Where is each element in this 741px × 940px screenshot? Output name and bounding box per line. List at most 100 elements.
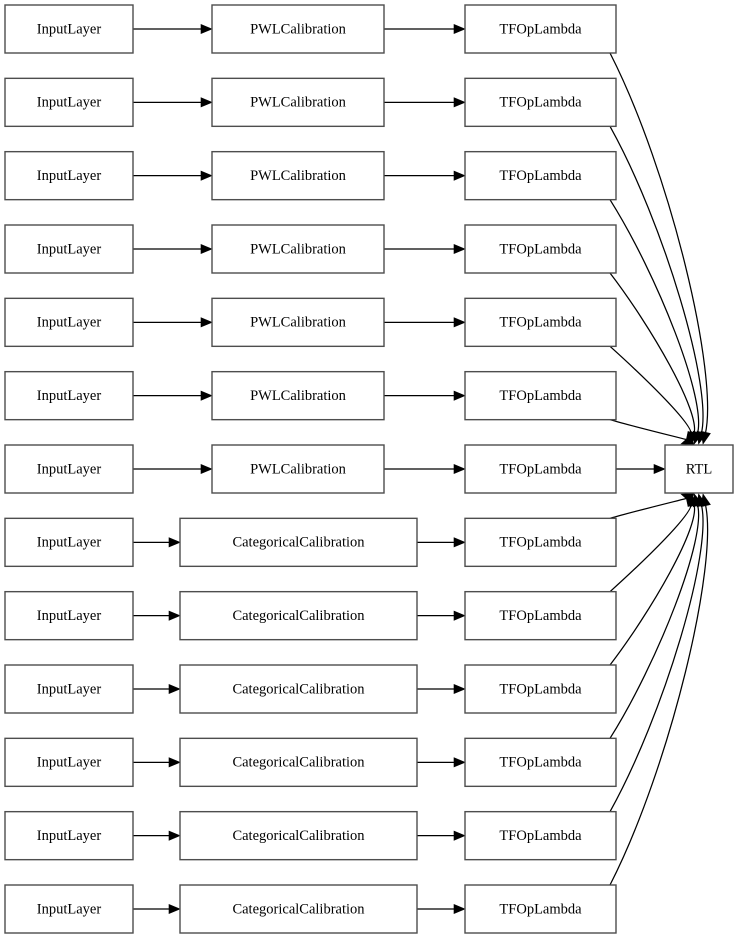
node-tf-op-lambda-3[interactable]: TFOpLambda <box>464 150 617 201</box>
node-tf-op-lambda-8[interactable]: TFOpLambda <box>464 517 617 568</box>
node-input-layer-7-rect[interactable] <box>4 444 134 494</box>
edge-lambda-to-rtl-11-line <box>609 503 700 739</box>
node-calibration-10-rect[interactable] <box>179 664 418 714</box>
node-input-layer-11-rect[interactable] <box>4 737 134 788</box>
node-calibration-2[interactable]: PWLCalibration <box>211 77 385 128</box>
node-tf-op-lambda-11-rect[interactable] <box>464 737 617 788</box>
node-calibration-13-rect[interactable] <box>179 884 418 934</box>
node-input-layer-9[interactable]: InputLayer <box>4 590 134 641</box>
node-tf-op-lambda-6-rect[interactable] <box>464 370 617 421</box>
node-input-layer-10[interactable]: InputLayer <box>4 664 134 714</box>
node-tf-op-lambda-5-rect[interactable] <box>464 297 617 348</box>
node-calibration-10[interactable]: CategoricalCalibration <box>179 664 418 714</box>
node-tf-op-lambda-7-rect[interactable] <box>464 444 617 494</box>
node-tf-op-lambda-1-rect[interactable] <box>464 4 617 54</box>
edge-input-to-calibration-12-arrowhead <box>168 830 181 841</box>
node-tf-op-lambda-4-rect[interactable] <box>464 224 617 274</box>
edge-input-to-calibration-13-arrowhead <box>168 903 181 915</box>
node-calibration-7-rect[interactable] <box>211 444 385 494</box>
node-input-layer-12[interactable]: InputLayer <box>4 810 134 861</box>
node-calibration-3[interactable]: PWLCalibration <box>211 150 385 201</box>
edge-input-to-calibration-8-arrowhead <box>168 537 181 548</box>
node-rtl-output[interactable]: RTL <box>664 444 734 494</box>
node-input-layer-12-rect[interactable] <box>4 810 134 861</box>
node-input-layer-2[interactable]: InputLayer <box>4 77 134 128</box>
node-calibration-1-rect[interactable] <box>211 4 385 54</box>
node-input-layer-3[interactable]: InputLayer <box>4 150 134 201</box>
node-calibration-12[interactable]: CategoricalCalibration <box>179 810 418 861</box>
node-input-layer-11[interactable]: InputLayer <box>4 737 134 788</box>
node-tf-op-lambda-1[interactable]: TFOpLambda <box>464 4 617 54</box>
node-calibration-9[interactable]: CategoricalCalibration <box>179 590 418 641</box>
node-input-layer-6[interactable]: InputLayer <box>4 370 134 421</box>
edge-calibration-to-lambda-2 <box>384 97 466 108</box>
node-calibration-8-rect[interactable] <box>179 517 418 568</box>
node-calibration-8[interactable]: CategoricalCalibration <box>179 517 418 568</box>
node-calibration-5[interactable]: PWLCalibration <box>211 297 385 348</box>
node-calibration-7[interactable]: PWLCalibration <box>211 444 385 494</box>
node-input-layer-3-rect[interactable] <box>4 150 134 201</box>
node-calibration-4-rect[interactable] <box>211 224 385 274</box>
node-input-layer-9-rect[interactable] <box>4 590 134 641</box>
node-tf-op-lambda-6[interactable]: TFOpLambda <box>464 370 617 421</box>
edge-input-to-calibration-7-arrowhead <box>200 463 213 475</box>
node-calibration-4[interactable]: PWLCalibration <box>211 224 385 274</box>
node-input-layer-1[interactable]: InputLayer <box>4 4 134 54</box>
node-tf-op-lambda-2[interactable]: TFOpLambda <box>464 77 617 128</box>
edge-calibration-to-lambda-10 <box>417 683 466 695</box>
node-calibration-2-rect[interactable] <box>211 77 385 128</box>
node-calibration-12-rect[interactable] <box>179 810 418 861</box>
node-input-layer-2-rect[interactable] <box>4 77 134 128</box>
node-input-layer-13[interactable]: InputLayer <box>4 884 134 934</box>
node-calibration-6-rect[interactable] <box>211 370 385 421</box>
node-tf-op-lambda-11[interactable]: TFOpLambda <box>464 737 617 788</box>
node-input-layer-7[interactable]: InputLayer <box>4 444 134 494</box>
node-input-layer-4-rect[interactable] <box>4 224 134 274</box>
node-rtl-output-rect[interactable] <box>664 444 734 494</box>
node-input-layer-5[interactable]: InputLayer <box>4 297 134 348</box>
node-tf-op-lambda-12[interactable]: TFOpLambda <box>464 810 617 861</box>
edge-input-to-calibration-4-arrowhead <box>200 243 213 255</box>
node-tf-op-lambda-10-rect[interactable] <box>464 664 617 714</box>
node-calibration-3-rect[interactable] <box>211 150 385 201</box>
node-tf-op-lambda-5[interactable]: TFOpLambda <box>464 297 617 348</box>
node-tf-op-lambda-12-rect[interactable] <box>464 810 617 861</box>
node-input-layer-6-rect[interactable] <box>4 370 134 421</box>
node-calibration-13[interactable]: CategoricalCalibration <box>179 884 418 934</box>
node-calibration-11-rect[interactable] <box>179 737 418 788</box>
node-tf-op-lambda-13-rect[interactable] <box>464 884 617 934</box>
node-input-layer-4[interactable]: InputLayer <box>4 224 134 274</box>
node-tf-op-lambda-9-rect[interactable] <box>464 590 617 641</box>
node-tf-op-lambda-10[interactable]: TFOpLambda <box>464 664 617 714</box>
node-input-layer-8-rect[interactable] <box>4 517 134 568</box>
edge-input-to-calibration-9-arrowhead <box>168 610 181 621</box>
node-input-layer-13-rect[interactable] <box>4 884 134 934</box>
node-calibration-9-rect[interactable] <box>179 590 418 641</box>
node-tf-op-lambda-7[interactable]: TFOpLambda <box>464 444 617 494</box>
node-tf-op-lambda-8-rect[interactable] <box>464 517 617 568</box>
node-tf-op-lambda-4[interactable]: TFOpLambda <box>464 224 617 274</box>
edge-input-to-calibration-10-arrowhead <box>168 683 181 695</box>
node-calibration-11[interactable]: CategoricalCalibration <box>179 737 418 788</box>
node-input-layer-8[interactable]: InputLayer <box>4 517 134 568</box>
edge-calibration-to-lambda-4-arrowhead <box>453 243 466 255</box>
edge-lambda-to-rtl-7 <box>616 463 666 475</box>
edge-lambda-to-rtl-13-line <box>609 503 709 886</box>
node-input-layer-1-rect[interactable] <box>4 4 134 54</box>
edge-lambda-to-rtl-11 <box>609 493 703 739</box>
edge-input-to-calibration-1 <box>133 23 213 35</box>
node-calibration-5-rect[interactable] <box>211 297 385 348</box>
node-calibration-1[interactable]: PWLCalibration <box>211 4 385 54</box>
node-tf-op-lambda-2-rect[interactable] <box>464 77 617 128</box>
node-tf-op-lambda-13[interactable]: TFOpLambda <box>464 884 617 934</box>
edge-input-to-calibration-1-arrowhead <box>200 23 213 35</box>
node-calibration-6[interactable]: PWLCalibration <box>211 370 385 421</box>
node-input-layer-5-rect[interactable] <box>4 297 134 348</box>
node-tf-op-lambda-3-rect[interactable] <box>464 150 617 201</box>
edge-lambda-to-rtl-13 <box>609 493 711 886</box>
node-input-layer-10-rect[interactable] <box>4 664 134 714</box>
edge-calibration-to-lambda-13 <box>417 903 466 915</box>
node-tf-op-lambda-9[interactable]: TFOpLambda <box>464 590 617 641</box>
